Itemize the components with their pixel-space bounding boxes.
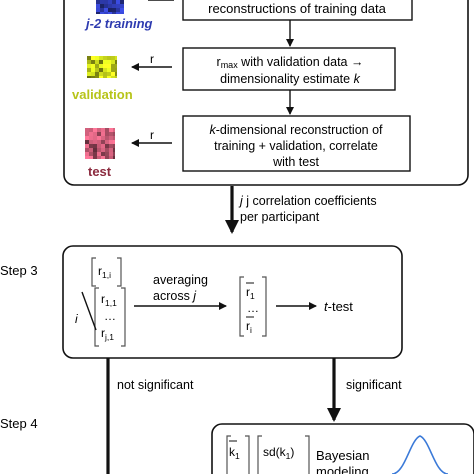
test-r: r bbox=[150, 128, 154, 142]
sd-right-bracket bbox=[305, 435, 310, 474]
ttest-label: t-test bbox=[324, 299, 353, 314]
reconstruction-box-text: reconstructions of training data bbox=[208, 1, 387, 16]
test-label: test bbox=[88, 164, 112, 179]
step4-panel bbox=[211, 423, 474, 474]
test-box bbox=[182, 115, 411, 172]
box3-line2: training + validation, correlate bbox=[214, 139, 378, 153]
rj1-label: rj,1 bbox=[101, 326, 114, 342]
averaging-line2: across j bbox=[153, 289, 197, 303]
bayes-line1: Bayesian bbox=[316, 448, 369, 463]
back-matrix-left-bracket bbox=[91, 257, 96, 287]
r1i-label: r1,i bbox=[98, 264, 111, 280]
r11-label: r1,1 bbox=[101, 292, 117, 308]
connector-line2: per participant bbox=[240, 210, 320, 224]
bayes-line2: modeling bbox=[316, 464, 369, 474]
back-matrix-right-bracket bbox=[117, 257, 122, 287]
tile-test-pixels bbox=[85, 128, 115, 159]
box2-line1: rmax with validation data → bbox=[217, 55, 364, 70]
i-label: i bbox=[75, 312, 78, 326]
front-matrix-left-bracket bbox=[94, 287, 99, 347]
kbar-label: k1 bbox=[229, 445, 240, 461]
connector-line1: j j correlation coefficients bbox=[238, 194, 377, 208]
avg-vector-right-bracket bbox=[262, 276, 267, 337]
front-matrix-right-bracket bbox=[121, 287, 126, 347]
kbar-right-bracket bbox=[245, 435, 250, 474]
averaging-line1: averaging bbox=[153, 273, 208, 287]
validation-box bbox=[182, 47, 396, 91]
step3-label: Step 3 bbox=[0, 263, 38, 278]
rbar-dots: … bbox=[247, 301, 259, 315]
validation-label: validation bbox=[72, 87, 133, 102]
sd-label: sd(k1) bbox=[263, 445, 294, 461]
box2-line2: dimensionality estimate k bbox=[220, 72, 360, 86]
matrix-dots: … bbox=[104, 309, 116, 323]
avg-vector-left-bracket bbox=[239, 276, 244, 337]
reconstruction-box bbox=[182, 0, 413, 21]
rbari-label: ri bbox=[246, 319, 252, 335]
gaussian-curve-icon bbox=[391, 435, 449, 474]
not-significant-label: not significant bbox=[117, 378, 194, 392]
tile-train-pixels bbox=[96, 0, 124, 14]
box3-line3: with test bbox=[272, 155, 319, 169]
depth-line bbox=[81, 291, 97, 331]
step3-panel bbox=[62, 245, 403, 359]
rbar1-label: r1 bbox=[246, 285, 255, 301]
sd-left-bracket bbox=[257, 435, 262, 474]
kbar-left-bracket bbox=[226, 435, 231, 474]
box3-line1: k-dimensional reconstruction of bbox=[210, 123, 384, 137]
step4-label: Step 4 bbox=[0, 416, 38, 431]
significant-label: significant bbox=[346, 378, 402, 392]
tile-val-pixels bbox=[87, 56, 117, 78]
training-tile bbox=[96, 0, 124, 14]
validation-r: r bbox=[150, 52, 154, 66]
training-label: j-2 training bbox=[84, 16, 153, 31]
